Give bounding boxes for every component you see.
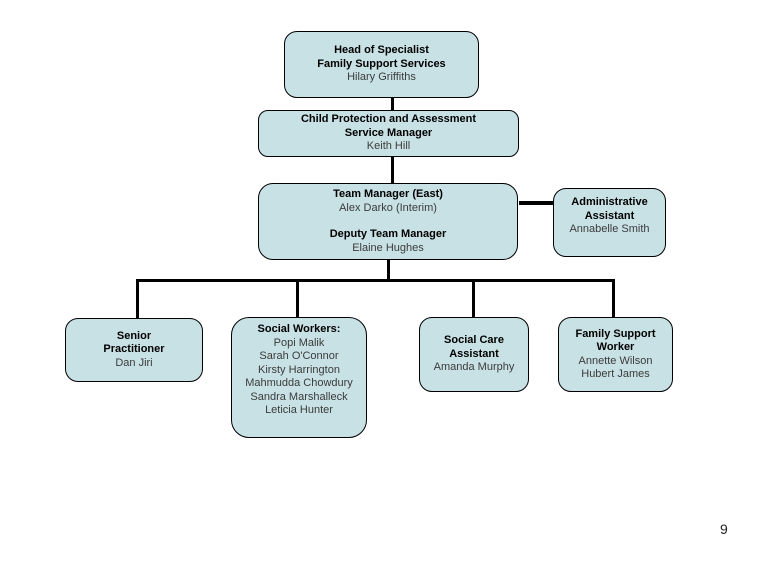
node-person-name: Hilary Griffiths	[347, 71, 416, 84]
node-person-name: Annette Wilson	[578, 354, 653, 367]
connector-horizontal-bus	[136, 279, 615, 282]
node-person-name: Sarah O'Connor	[259, 350, 339, 362]
node-person-name: Hubert James	[581, 368, 650, 380]
node-person-name: Amanda Murphy	[433, 361, 515, 374]
node-person-name: Alex Darko (Interim)	[339, 201, 437, 214]
node-title-line: Child Protection and Assessment	[300, 113, 477, 126]
connector-drop-senior-practitioner	[136, 279, 139, 319]
connector-drop-social-workers	[296, 279, 299, 318]
connector-service-manager-to-team-manager	[391, 156, 394, 184]
node-person-name: Mahmudda Chowdury	[245, 377, 353, 389]
node-title-line: Assistant	[449, 347, 499, 360]
node-title-line: Administrative	[571, 196, 648, 208]
org-node-social-workers[interactable]: Social Workers: Popi Malik Sarah O'Conno…	[231, 317, 367, 438]
node-title-line: Deputy Team Manager	[329, 228, 447, 240]
node-person-name: Elaine Hughes	[352, 241, 424, 254]
org-node-senior-practitioner[interactable]: Senior Practitioner Dan Jiri	[65, 318, 203, 382]
node-title-line: Senior	[116, 329, 152, 342]
node-title-line: Social Care	[444, 334, 504, 347]
node-title-line: Practitioner	[103, 343, 165, 356]
node-title-line: Family Support	[575, 327, 656, 340]
org-node-head-of-specialist[interactable]: Head of Specialist Family Support Servic…	[284, 31, 479, 98]
node-title-line: Family Support Services	[317, 57, 446, 70]
org-node-team-manager-east[interactable]: Team Manager (East) Alex Darko (Interim)…	[258, 183, 518, 260]
connector-drop-family-support-worker	[612, 279, 615, 318]
node-person-name: Annabelle Smith	[569, 223, 650, 235]
node-person-name: Leticia Hunter	[265, 404, 333, 416]
node-title-line: Assistant	[584, 209, 635, 222]
org-node-social-care-assistant[interactable]: Social Care Assistant Amanda Murphy	[419, 317, 529, 392]
connector-drop-social-care-assistant	[472, 279, 475, 318]
node-title-line: Service Manager	[344, 126, 433, 139]
page-number: 9	[720, 521, 728, 537]
node-title-line: Social Workers:	[257, 323, 341, 335]
connector-team-manager-down	[387, 259, 390, 281]
org-node-service-manager[interactable]: Child Protection and Assessment Service …	[258, 110, 519, 157]
org-node-family-support-worker[interactable]: Family Support Worker Annette Wilson Hub…	[558, 317, 673, 392]
node-person-name: Popi Malik	[273, 336, 325, 349]
node-title-line: Worker	[596, 341, 635, 353]
node-person-name: Dan Jiri	[115, 356, 153, 369]
org-node-administrative-assistant[interactable]: Administrative Assistant Annabelle Smith	[553, 188, 666, 257]
node-person-name: Kirsty Harrington	[258, 363, 340, 376]
node-title-line: Head of Specialist	[334, 44, 429, 57]
node-person-name: Keith Hill	[366, 140, 411, 153]
node-title-line: Team Manager (East)	[333, 188, 443, 200]
connector-head-to-service-manager	[391, 98, 394, 112]
node-person-name: Sandra Marshalleck	[250, 390, 348, 403]
connector-team-manager-to-admin-assistant	[519, 201, 554, 205]
